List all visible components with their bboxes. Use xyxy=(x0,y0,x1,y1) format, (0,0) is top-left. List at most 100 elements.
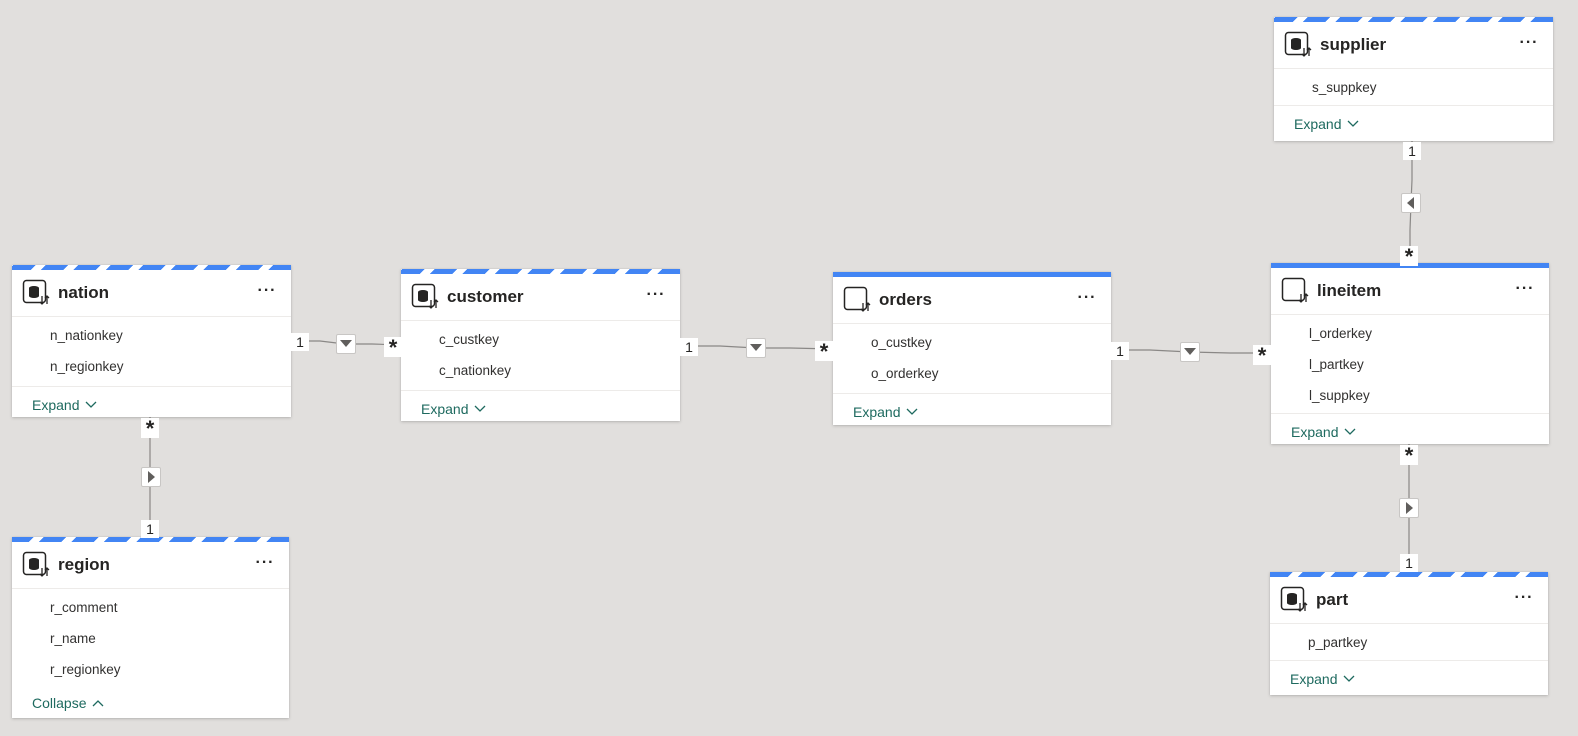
filter-direction-button[interactable] xyxy=(1180,342,1200,362)
card-stripe xyxy=(12,265,291,270)
table-card-lineitem[interactable]: lineitem ··· l_orderkey l_partkey l_supp… xyxy=(1271,263,1549,444)
table-card-customer[interactable]: customer ··· c_custkey c_nationkey Expan… xyxy=(401,269,680,421)
table-icon xyxy=(411,283,439,309)
field-list: o_custkey o_orderkey xyxy=(833,324,1111,389)
cardinality-many-label: * xyxy=(1400,445,1418,467)
card-stripe xyxy=(833,272,1111,277)
table-icon xyxy=(22,279,50,305)
field-item[interactable]: r_comment xyxy=(50,600,118,615)
caret-left-icon xyxy=(1407,197,1414,209)
more-options-button[interactable]: ··· xyxy=(1515,280,1535,297)
card-header[interactable]: region ··· xyxy=(12,542,289,589)
card-header[interactable]: supplier ··· xyxy=(1274,22,1553,69)
field-item[interactable]: r_regionkey xyxy=(50,662,121,677)
cardinality-many-label: * xyxy=(141,418,159,440)
field-item[interactable]: l_suppkey xyxy=(1309,388,1370,403)
caret-down-icon xyxy=(750,344,762,351)
table-icon xyxy=(1280,586,1308,612)
table-card-supplier[interactable]: supplier ··· s_suppkey Expand xyxy=(1274,17,1553,141)
field-item[interactable]: o_orderkey xyxy=(871,366,939,381)
more-options-button[interactable]: ··· xyxy=(255,554,275,571)
filter-direction-button[interactable] xyxy=(336,334,356,354)
expand-button[interactable]: Expand xyxy=(833,393,1111,430)
cardinality-one-label: 1 xyxy=(291,333,309,351)
card-header[interactable]: nation ··· xyxy=(12,270,291,317)
field-item[interactable]: c_nationkey xyxy=(439,363,512,378)
filter-direction-button[interactable] xyxy=(746,338,766,358)
more-options-button[interactable]: ··· xyxy=(257,282,277,299)
filter-direction-button[interactable] xyxy=(141,467,161,487)
cardinality-many-label: * xyxy=(384,337,402,359)
expand-label: Expand xyxy=(1290,671,1338,687)
field-item[interactable]: l_partkey xyxy=(1309,357,1364,372)
collapse-button[interactable]: Collapse xyxy=(12,685,289,721)
cardinality-one-label: 1 xyxy=(141,520,159,538)
card-header[interactable]: customer ··· xyxy=(401,274,680,321)
field-list: n_nationkey n_regionkey xyxy=(12,317,291,382)
more-options-button[interactable]: ··· xyxy=(646,286,666,303)
field-list: c_custkey c_nationkey xyxy=(401,321,680,386)
field-item[interactable]: c_custkey xyxy=(439,332,500,347)
caret-right-icon xyxy=(148,471,155,483)
table-icon xyxy=(1281,277,1309,303)
chevron-down-icon xyxy=(475,405,486,412)
more-options-button[interactable]: ··· xyxy=(1519,34,1539,51)
table-card-nation[interactable]: nation ··· n_nationkey n_regionkey Expan… xyxy=(12,265,291,417)
more-options-button[interactable]: ··· xyxy=(1514,589,1534,606)
table-name: lineitem xyxy=(1317,281,1382,300)
card-header[interactable]: orders ··· xyxy=(833,277,1111,324)
chevron-down-icon xyxy=(907,408,918,415)
field-item[interactable]: p_partkey xyxy=(1308,635,1368,650)
expand-label: Expand xyxy=(1294,116,1342,132)
chevron-down-icon xyxy=(86,401,97,408)
cardinality-many-label: * xyxy=(815,341,833,363)
field-list: r_comment r_name r_regionkey xyxy=(12,589,289,685)
table-icon xyxy=(843,286,871,312)
field-item[interactable]: r_name xyxy=(50,631,96,646)
field-item[interactable]: l_orderkey xyxy=(1309,326,1373,341)
table-card-region[interactable]: region ··· r_comment r_name r_regionkey … xyxy=(12,537,289,718)
table-icon xyxy=(22,551,50,577)
table-name: supplier xyxy=(1320,35,1387,54)
expand-button[interactable]: Expand xyxy=(401,390,680,427)
expand-label: Expand xyxy=(1291,424,1339,440)
more-options-button[interactable]: ··· xyxy=(1077,289,1097,306)
card-stripe xyxy=(1270,572,1548,577)
expand-label: Expand xyxy=(421,401,469,417)
cardinality-one-label: 1 xyxy=(1403,142,1421,160)
caret-down-icon xyxy=(1184,348,1196,355)
field-item[interactable]: s_suppkey xyxy=(1312,80,1377,95)
field-list: p_partkey xyxy=(1270,624,1548,658)
table-name: region xyxy=(58,555,110,574)
expand-button[interactable]: Expand xyxy=(1274,105,1553,142)
field-item[interactable]: n_regionkey xyxy=(50,359,124,374)
chevron-up-icon xyxy=(93,700,104,707)
card-stripe xyxy=(1274,17,1553,22)
card-header[interactable]: part ··· xyxy=(1270,577,1548,624)
card-stripe xyxy=(12,537,289,542)
expand-button[interactable]: Expand xyxy=(1270,660,1548,697)
table-card-orders[interactable]: orders ··· o_custkey o_orderkey Expand xyxy=(833,272,1111,425)
field-item[interactable]: n_nationkey xyxy=(50,328,123,343)
chevron-down-icon xyxy=(1345,428,1356,435)
filter-direction-button[interactable] xyxy=(1401,193,1421,213)
expand-label: Expand xyxy=(853,404,901,420)
chevron-down-icon xyxy=(1348,120,1359,127)
chevron-down-icon xyxy=(1344,675,1355,682)
table-name: part xyxy=(1316,590,1349,609)
cardinality-many-label: * xyxy=(1253,345,1271,367)
table-card-part[interactable]: part ··· p_partkey Expand xyxy=(1270,572,1548,695)
table-icon xyxy=(1284,31,1312,57)
card-header[interactable]: lineitem ··· xyxy=(1271,268,1549,315)
collapse-label: Collapse xyxy=(32,695,87,711)
filter-direction-button[interactable] xyxy=(1399,498,1419,518)
cardinality-one-label: 1 xyxy=(1111,342,1129,360)
field-list: l_orderkey l_partkey l_suppkey xyxy=(1271,315,1549,411)
expand-button[interactable]: Expand xyxy=(1271,413,1549,450)
cardinality-one-label: 1 xyxy=(1400,554,1418,572)
field-item[interactable]: o_custkey xyxy=(871,335,932,350)
expand-button[interactable]: Expand xyxy=(12,386,291,423)
cardinality-many-label: * xyxy=(1400,246,1418,268)
caret-right-icon xyxy=(1406,502,1413,514)
cardinality-one-label: 1 xyxy=(680,338,698,356)
